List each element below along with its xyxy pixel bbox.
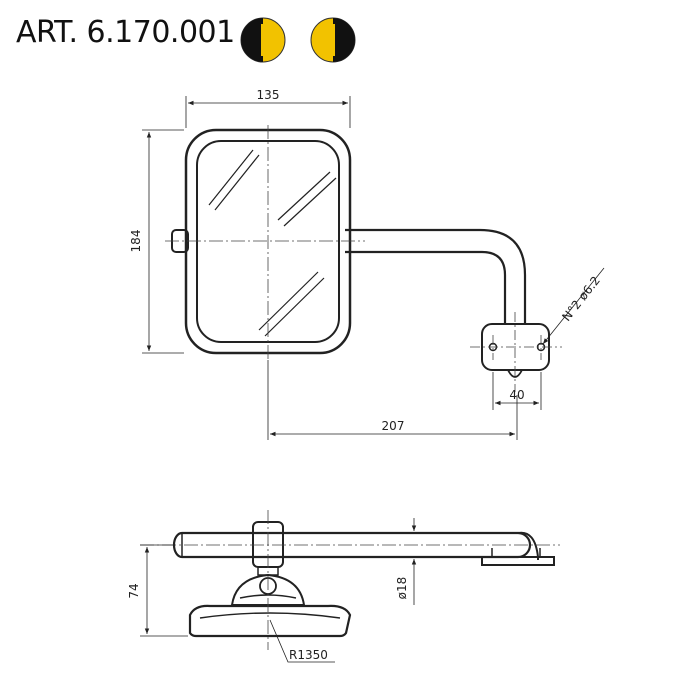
badge-icon-1: [240, 17, 286, 63]
article-code: ART. 6.170.001: [16, 15, 235, 50]
dim-height-label: 184: [129, 230, 143, 253]
side-view: [140, 510, 560, 650]
front-view: [165, 125, 562, 392]
side-tube-label: ø18: [395, 577, 409, 600]
front-view-dimensions: 135 184 207 40 N°2 ø6.2: [129, 88, 605, 440]
dim-arm-label: 207: [382, 419, 405, 433]
side-view-dimensions: 74 ø18 R1350: [127, 518, 417, 663]
badge-icon-2: [310, 17, 356, 63]
side-radius-label: R1350: [289, 648, 328, 662]
dim-bracket-label: 40: [509, 388, 524, 402]
mirror-side-profile: [188, 604, 352, 638]
side-height-label: 74: [127, 583, 141, 598]
dim-holes-label: N°2 ø6.2: [559, 274, 603, 324]
dim-width-label: 135: [257, 88, 280, 102]
